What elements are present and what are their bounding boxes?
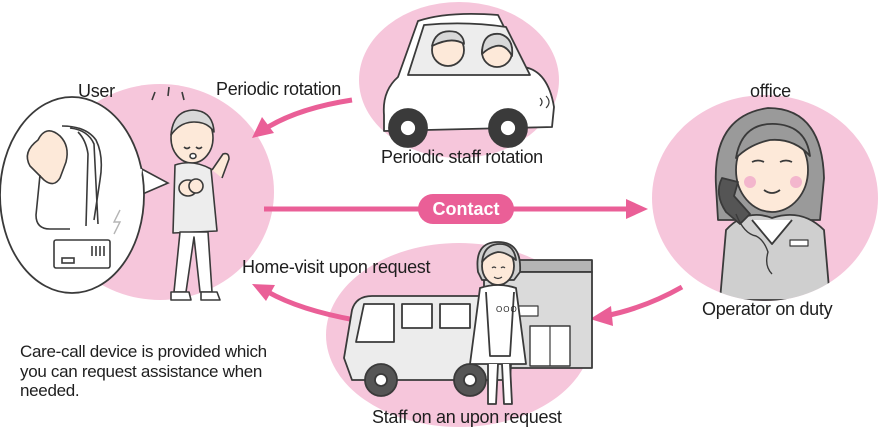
home-visit-arrow [252, 284, 356, 323]
staff-upon-request-label: Staff on an upon request [372, 407, 562, 427]
operator-label: Operator on duty [702, 299, 833, 319]
office-label: office [750, 81, 791, 101]
building-sign: OOO [496, 305, 518, 314]
device-callout [0, 96, 170, 294]
office-to-staff-arrow [590, 284, 684, 326]
contact-badge: Contact [418, 194, 514, 224]
car-illustration [382, 12, 555, 148]
user-label: User [78, 81, 115, 101]
staff-woman [469, 241, 527, 405]
operator-illustration [714, 107, 831, 301]
elderly-user-figure [151, 86, 230, 301]
periodic-staff-rotation-label: Periodic staff rotation [381, 147, 543, 167]
home-visit-label: Home-visit upon request [242, 257, 431, 277]
periodic-rotation-arrow [252, 97, 353, 138]
care-call-note: Care-call device is provided which you c… [20, 342, 267, 401]
periodic-rotation-label: Periodic rotation [216, 79, 341, 99]
